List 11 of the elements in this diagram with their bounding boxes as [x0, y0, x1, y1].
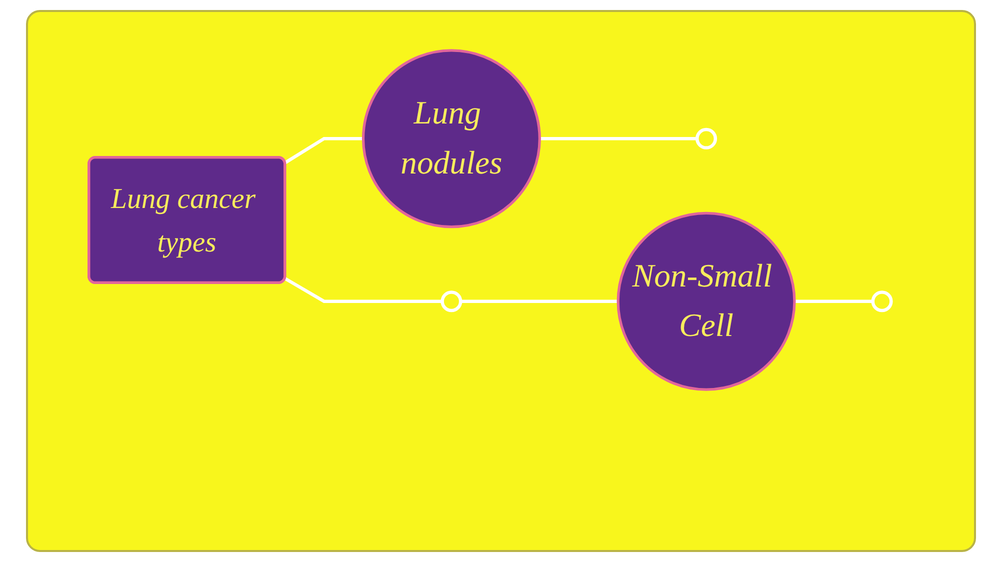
small-circle-node — [695, 128, 718, 150]
connector-line — [284, 137, 364, 164]
connector-line — [460, 300, 618, 303]
circle-node: Lung nodules — [362, 49, 541, 228]
connector-line — [284, 277, 442, 303]
connector-line — [794, 300, 873, 303]
small-circle-node — [440, 290, 462, 312]
small-circle-node — [871, 290, 893, 312]
connector-line — [540, 137, 698, 140]
rounded-box: Lung cancer types — [88, 156, 286, 284]
circle-node: Non-Small Cell — [616, 212, 796, 391]
